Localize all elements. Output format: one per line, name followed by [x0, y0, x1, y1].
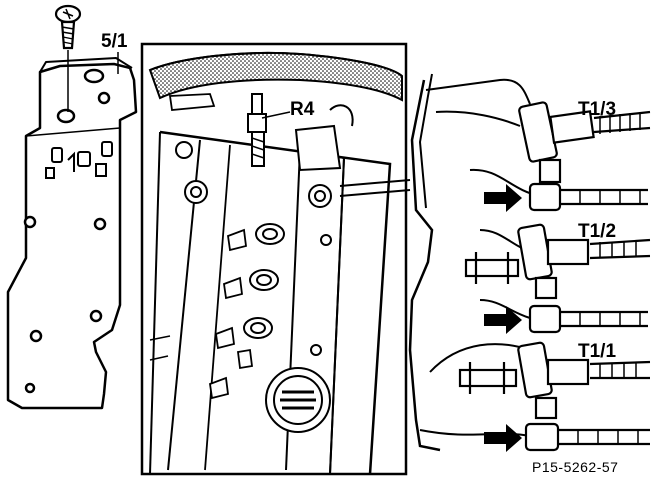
- arrow-right-icon: [484, 306, 522, 334]
- label-cover: 5/1: [101, 31, 128, 52]
- arrow-right-icon: [484, 184, 522, 212]
- coil-t1-2: [464, 223, 651, 334]
- cover-clips: [45, 141, 113, 179]
- figure-number: P15-5262-57: [532, 459, 619, 475]
- spark-plug: [247, 93, 267, 167]
- coil-t1-3: [518, 101, 651, 212]
- label-coil-1: T1/1: [578, 341, 617, 362]
- label-coil-3: T1/3: [578, 99, 617, 120]
- label-coil-2: T1/2: [578, 221, 617, 242]
- cover-plate: [6, 57, 138, 410]
- screw-icon: [54, 4, 82, 50]
- label-spark-plug: R4: [290, 99, 315, 120]
- engine-view: [140, 42, 411, 476]
- arrow-right-icon: [484, 424, 522, 452]
- coil-t1-1: [458, 341, 651, 452]
